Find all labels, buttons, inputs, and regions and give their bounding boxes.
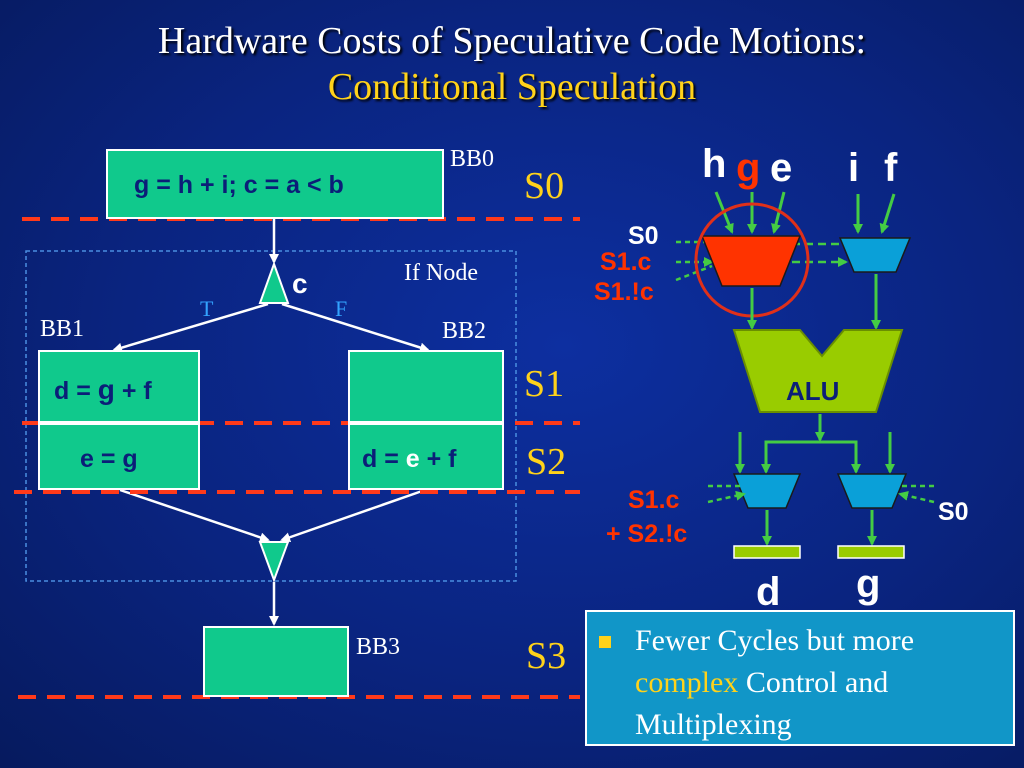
- bb1-lower-box: e = g: [38, 423, 200, 490]
- input-i: i: [848, 146, 860, 190]
- input-f: f: [884, 146, 898, 190]
- edge-false: [281, 302, 430, 353]
- edge-true: [112, 302, 269, 353]
- bb0-label: BB0: [450, 146, 495, 172]
- bb2-stmt1: d = e + f: [362, 445, 457, 473]
- bb2-upper-box: [348, 350, 504, 423]
- ctrl-s1c-bottom: S1.c: [628, 486, 680, 514]
- bb1-label: BB1: [40, 316, 85, 342]
- state-s2: S2: [526, 441, 567, 483]
- ctrl-s1c-top: S1.c: [600, 248, 652, 276]
- bb2-lower-box: d = e + f: [348, 423, 504, 490]
- note-box: Fewer Cycles but more complex Control an…: [585, 610, 1015, 746]
- note-text: Fewer Cycles but more complex Control an…: [635, 624, 915, 741]
- false-edge-label: F: [335, 296, 348, 321]
- input-h: h: [702, 142, 727, 186]
- bullet-icon: [599, 636, 611, 648]
- output-g: g: [856, 562, 881, 606]
- bb3-label: BB3: [356, 634, 401, 660]
- mux-left-top: [700, 235, 802, 287]
- true-edge-label: T: [200, 296, 214, 321]
- if-triangle: [258, 261, 290, 304]
- title-line-2: Conditional Speculation: [327, 66, 697, 108]
- ctrl-s2notc: + S2.!c: [606, 520, 688, 548]
- bb3-box: [203, 626, 349, 697]
- bb0-code: g = h + i; c = a < b: [134, 171, 344, 199]
- register-g: [837, 545, 905, 559]
- bb0-box: g = h + i; c = a < b: [106, 149, 444, 219]
- output-d: d: [756, 570, 781, 614]
- title-line-1: Hardware Costs of Speculative Code Motio…: [157, 20, 867, 62]
- ctrl-s1notc: S1.!c: [594, 278, 654, 306]
- mux-left-bottom: [732, 473, 802, 509]
- mux-right-top: [838, 237, 912, 273]
- alu-shape: [732, 329, 904, 413]
- register-d: [733, 545, 801, 559]
- slide-title: Hardware Costs of Speculative Code Motio…: [0, 18, 1024, 110]
- alu-label: ALU: [786, 376, 840, 406]
- ctrl-s0-top: S0: [628, 222, 659, 250]
- state-s3: S3: [526, 635, 567, 677]
- input-g: g: [736, 146, 761, 190]
- if-node-label: If Node: [404, 260, 478, 286]
- edge-bb1-join: [119, 488, 270, 543]
- bb1-stmt2: e = g: [80, 445, 138, 473]
- bb1-upper-box: d = g + f: [38, 350, 200, 423]
- state-s1: S1: [524, 363, 565, 405]
- bb2-label: BB2: [442, 318, 487, 344]
- if-node-region: [25, 250, 517, 582]
- input-e: e: [770, 146, 793, 190]
- state-s0: S0: [524, 165, 565, 207]
- bb1-stmt1: d = g + f: [54, 374, 152, 405]
- ctrl-s0-bottom: S0: [938, 498, 969, 526]
- edge-bb2-join: [280, 488, 426, 543]
- if-condition: c: [292, 268, 308, 299]
- mux-right-bottom: [836, 473, 908, 509]
- join-triangle: [258, 541, 290, 583]
